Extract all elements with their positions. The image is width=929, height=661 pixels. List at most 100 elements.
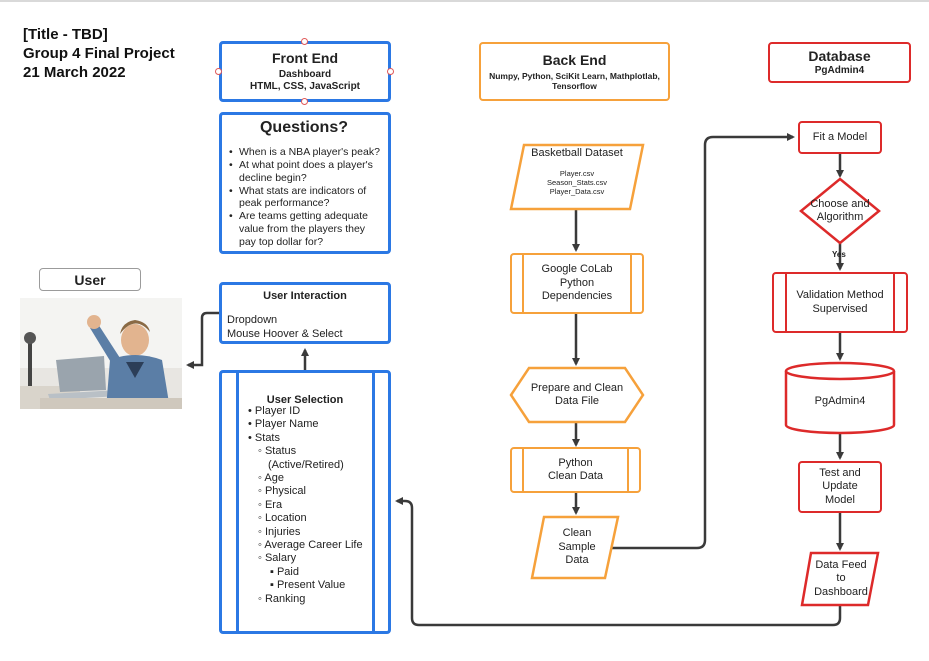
back-end-box[interactable]: Back End Numpy, Python, SciKit Learn, Ma… xyxy=(479,42,670,101)
validation-line: Validation Method xyxy=(796,289,884,301)
test-update-line: Update xyxy=(822,480,858,493)
choose-line: Algorithm xyxy=(816,211,864,223)
choose-diamond[interactable] xyxy=(799,177,881,245)
data-feed-line: to xyxy=(836,572,846,585)
title-line-3: 21 March 2022 xyxy=(23,64,126,81)
test-update-line: Test and xyxy=(819,466,861,479)
front-end-line-2: HTML, CSS, JavaScript xyxy=(249,81,361,92)
user-label: User xyxy=(39,268,141,291)
colab-line: Dependencies xyxy=(541,290,613,303)
fit-model-label: Fit a Model xyxy=(812,130,868,143)
questions-title: Questions? xyxy=(259,119,348,136)
dataset-label: Basketball Dataset Player.csv Season_Sta… xyxy=(508,147,646,196)
front-end-line-1: Dashboard xyxy=(278,69,332,80)
sample-parallelogram[interactable] xyxy=(530,515,620,580)
stats-item: ◦ Ranking xyxy=(258,592,306,605)
back-end-title: Back End xyxy=(542,52,607,68)
prepare-hexagon[interactable] xyxy=(509,366,645,424)
stats-item: ◦ Location xyxy=(258,512,307,525)
prepare-line: Prepare and Clean xyxy=(530,381,624,394)
selection-item: • Player ID xyxy=(248,405,301,417)
resize-handle-bottom[interactable] xyxy=(301,98,308,105)
python-clean-process[interactable]: Python Clean Data xyxy=(510,447,641,493)
database-title: Database xyxy=(808,48,871,64)
colab-line: Python xyxy=(559,276,595,289)
salary-item: ▪ Paid xyxy=(270,565,299,578)
data-feed-line: Dashboard xyxy=(814,585,868,598)
sample-line: Sample xyxy=(558,540,596,553)
title-line-2: Group 4 Final Project xyxy=(23,45,175,62)
dataset-title: Basketball Dataset xyxy=(531,147,623,159)
colab-line: Google CoLab xyxy=(541,263,613,276)
prepare-line: Data File xyxy=(554,395,600,407)
pgadmin-label: PgAdmin4 xyxy=(784,371,896,433)
process-bar-right xyxy=(372,373,375,631)
dataset-file: Player_Data.csv xyxy=(549,187,605,196)
stats-item: ◦ Era xyxy=(258,498,283,511)
stats-item: ◦ Injuries xyxy=(258,525,301,538)
user-selection-box[interactable]: User Selection • Player ID • Player Name… xyxy=(219,370,391,634)
python-clean-line: Clean Data xyxy=(547,470,604,482)
question-item: Are teams getting adequate value from th… xyxy=(226,210,382,248)
python-clean-line: Python xyxy=(558,456,593,469)
data-feed-parallelogram[interactable] xyxy=(800,551,880,607)
pgadmin-cylinder[interactable] xyxy=(784,361,896,435)
test-update-box[interactable]: Test and Update Model xyxy=(798,461,882,513)
front-end-title: Front End xyxy=(271,50,339,66)
top-border xyxy=(0,0,929,2)
data-feed-line: Data Feed xyxy=(815,558,867,571)
user-selection-list: • Player ID • Player Name • Stats ◦ Stat… xyxy=(248,405,388,606)
user-interaction-title: User Interaction xyxy=(263,290,347,302)
choose-line: Choose and xyxy=(810,197,870,210)
arrow-interaction-to-user xyxy=(186,311,220,369)
choose-label: Choose and Algorithm xyxy=(799,177,881,245)
questions-box[interactable]: Questions? When is a NBA player's peak? … xyxy=(219,112,391,254)
title-block: [Title - TBD] Group 4 Final Project 21 M… xyxy=(23,25,175,82)
arrow-feed-to-selection xyxy=(395,497,842,627)
prepare-label: Prepare and Clean Data File xyxy=(509,366,645,424)
user-interaction-line-2: Mouse Hoover & Select xyxy=(227,327,343,340)
sample-label: Clean Sample Data xyxy=(530,515,624,580)
sample-line: Clean xyxy=(562,527,592,540)
fit-model-box[interactable]: Fit a Model xyxy=(798,121,882,154)
process-bar-left xyxy=(236,373,239,631)
selection-item: • Player Name xyxy=(248,418,319,431)
user-photo xyxy=(20,298,182,409)
questions-list: When is a NBA player's peak? At what poi… xyxy=(226,146,382,248)
data-feed-label: Data Feed to Dashboard xyxy=(800,551,882,607)
resize-handle-top[interactable] xyxy=(301,38,308,45)
front-end-box[interactable]: Front End Dashboard HTML, CSS, JavaScrip… xyxy=(219,41,391,102)
question-item: When is a NBA player's peak? xyxy=(226,146,382,159)
stats-item: ◦ Average Career Life xyxy=(258,539,363,552)
dataset-file: Season_Stats.csv xyxy=(546,178,608,187)
resize-handle-left[interactable] xyxy=(215,68,222,75)
back-end-line-2: Tensorflow xyxy=(552,81,597,91)
validation-process[interactable]: Validation Method Supervised xyxy=(772,272,908,333)
test-update-line: Model xyxy=(825,493,855,506)
salary-item: ▪ Present Value xyxy=(270,579,346,592)
yes-label: Yes xyxy=(832,250,846,259)
title-line-1: [Title - TBD] xyxy=(23,26,108,43)
stats-item: ◦ Salary xyxy=(258,552,297,565)
pgadmin-text: PgAdmin4 xyxy=(814,395,866,408)
stats-item: ◦ Age xyxy=(258,472,284,485)
user-interaction-line-1: Dropdown xyxy=(227,314,278,326)
question-item: At what point does a player's decline be… xyxy=(226,159,382,184)
database-line-1: PgAdmin4 xyxy=(814,65,865,76)
dataset-file: Player.csv xyxy=(559,169,595,178)
resize-handle-right[interactable] xyxy=(387,68,394,75)
arrow-sample-to-fit-model xyxy=(610,133,795,550)
stats-item: ◦ Physical xyxy=(258,485,306,498)
user-selection-title: User Selection xyxy=(266,394,344,406)
user-interaction-box[interactable]: User Interaction Dropdown Mouse Hoover &… xyxy=(219,282,391,344)
colab-process[interactable]: Google CoLab Python Dependencies xyxy=(510,253,644,314)
stats-item: (Active/Retired) xyxy=(268,458,344,471)
dataset-parallelogram[interactable] xyxy=(508,143,646,211)
selection-item: • Stats xyxy=(248,431,280,444)
validation-line: Supervised xyxy=(812,302,868,315)
sample-line: Data xyxy=(565,554,589,567)
question-item: What stats are indicators of peak perfor… xyxy=(226,185,382,210)
database-box[interactable]: Database PgAdmin4 xyxy=(768,42,911,83)
stats-item: ◦ Status xyxy=(258,445,297,458)
